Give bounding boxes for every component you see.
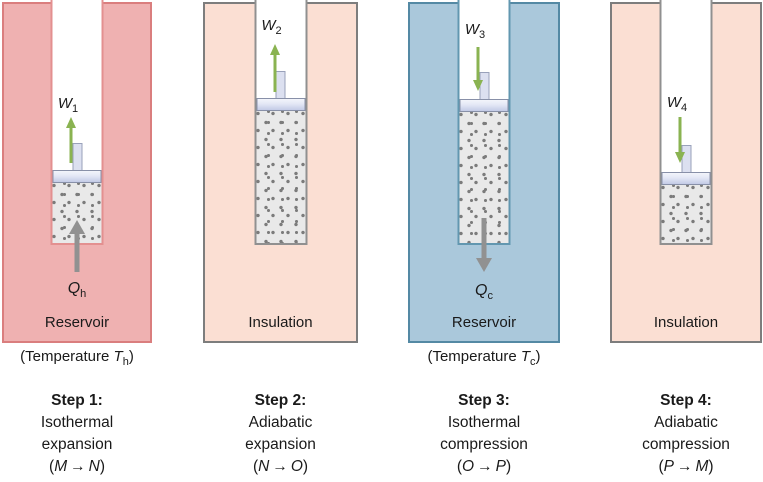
- transition-label: (P→M): [658, 458, 714, 475]
- cylinder-bore: [659, 0, 713, 245]
- step-caption: Step 4: Adiabatic compression (P→M): [610, 390, 762, 478]
- piston-head: [52, 170, 102, 183]
- work-arrow-up-icon: [0, 117, 152, 163]
- right-arrow-icon: →: [272, 458, 288, 475]
- chamber-label: Insulation: [653, 314, 719, 331]
- work-label: W2: [261, 17, 282, 37]
- panel-step-1: W1 Qh Reservoir (Temperature Th) Step 1:…: [2, 0, 152, 482]
- heat-in-arrow-icon: [2, 220, 152, 272]
- step-line-2: expansion: [41, 436, 113, 453]
- right-arrow-icon: →: [477, 458, 493, 475]
- step-title: Step 3:: [458, 392, 510, 409]
- heat-label: Qh: [67, 280, 87, 300]
- gas-region: [661, 185, 711, 243]
- step-line-2: compression: [642, 436, 730, 453]
- piston-head: [661, 172, 711, 185]
- work-label: W3: [464, 21, 486, 41]
- right-arrow-icon: →: [676, 458, 693, 475]
- work-arrow-down-icon: [598, 117, 762, 163]
- piston-rod: [72, 143, 82, 171]
- transition-label: (M→N): [49, 458, 105, 475]
- step-title: Step 1:: [51, 392, 103, 409]
- step-title: Step 4:: [660, 392, 712, 409]
- step-line-1: Adiabatic: [248, 414, 313, 431]
- step-line-1: Adiabatic: [654, 414, 718, 431]
- piston-rod: [275, 71, 286, 99]
- work-arrow-down-icon: [396, 47, 560, 91]
- piston-head: [256, 98, 305, 111]
- step-caption: Step 2: Adiabatic expansion (N→O): [203, 390, 358, 478]
- panel-step-3: W3 Qc Reservoir (Temperature Tc) Step 3:…: [408, 0, 560, 482]
- step-line-2: expansion: [245, 436, 316, 453]
- work-arrow-up-icon: [191, 44, 358, 92]
- transition-label: (N→O): [252, 458, 309, 475]
- work-label: W1: [57, 95, 79, 115]
- gas-region: [256, 111, 305, 243]
- chamber-label: Reservoir: [44, 314, 110, 331]
- heat-out-arrow-icon: [408, 218, 560, 272]
- temperature-label: (Temperature Th): [20, 348, 134, 368]
- step-line-1: Isothermal: [447, 414, 521, 431]
- transition-label: (O→P): [456, 458, 512, 475]
- step-line-2: compression: [440, 436, 528, 453]
- cylinder-bore: [254, 0, 307, 245]
- step-caption: Step 3: Isothermal compression (O→P): [408, 390, 560, 478]
- step-line-1: Isothermal: [40, 414, 114, 431]
- heat-label: Qc: [475, 282, 493, 302]
- temperature-label: (Temperature Tc): [427, 348, 541, 368]
- chamber-label: Reservoir: [451, 314, 517, 331]
- step-caption: Step 1: Isothermal expansion (M→N): [2, 390, 152, 478]
- panel-step-4: W4 Insulation Step 4: Adiabatic compress…: [610, 0, 762, 482]
- right-arrow-icon: →: [70, 458, 86, 475]
- panel-step-2: W2 Insulation Step 2: Adiabatic expansio…: [203, 0, 358, 482]
- work-label: W4: [666, 94, 688, 114]
- step-title: Step 2:: [254, 392, 307, 409]
- chamber-label: Insulation: [248, 314, 313, 331]
- piston-head: [459, 99, 509, 112]
